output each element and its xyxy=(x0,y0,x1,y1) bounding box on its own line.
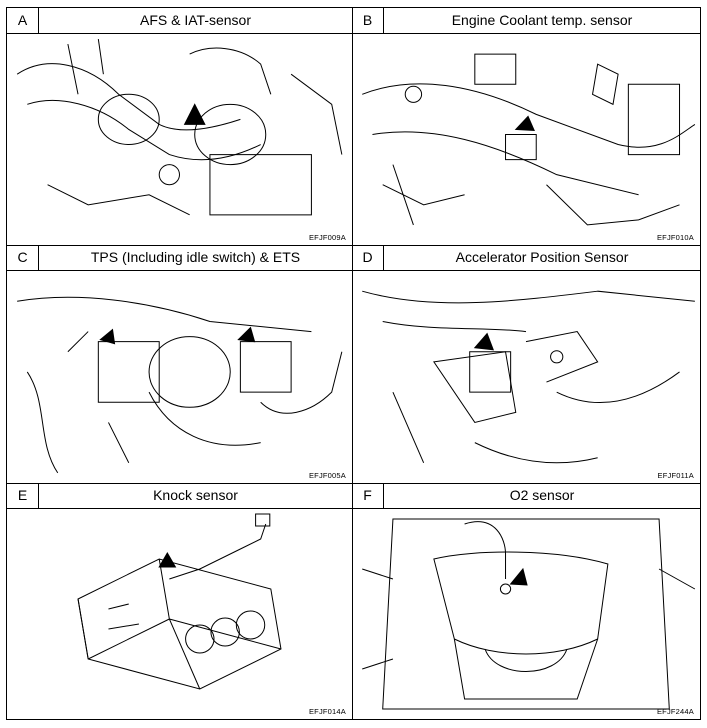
panel-title: Engine Coolant temp. sensor xyxy=(451,12,633,28)
row-divider xyxy=(7,245,700,246)
column-divider xyxy=(352,8,353,719)
row-divider xyxy=(7,483,700,484)
panel-header: F O2 sensor xyxy=(352,483,700,509)
panel-header: B Engine Coolant temp. sensor xyxy=(352,8,700,34)
panel-title: O2 sensor xyxy=(509,487,575,503)
panel-letter: E xyxy=(7,483,39,508)
pedal-bracket-drawing-icon xyxy=(352,271,700,483)
panel-letter: D xyxy=(352,245,384,270)
panel-title: Accelerator Position Sensor xyxy=(455,249,629,265)
panel-header: D Accelerator Position Sensor xyxy=(352,245,700,271)
panel-c: C TPS (Including idle switch) & ETS EFJF… xyxy=(7,245,352,483)
figure-code: EFJF009A xyxy=(308,233,346,242)
figure-code: EFJF005A xyxy=(308,471,346,480)
panel-letter: A xyxy=(7,8,39,33)
panel-d: D Accelerator Position Sensor EFJF011A xyxy=(352,245,700,483)
panel-header: A AFS & IAT-sensor xyxy=(7,8,352,34)
figure-code: EFJF014A xyxy=(308,707,346,716)
engine-intake-drawing-icon xyxy=(7,34,352,245)
figure-code: EFJF244A xyxy=(656,707,694,716)
panel-f: F O2 sensor EFJF244A xyxy=(352,483,700,719)
engine-coolant-drawing-icon xyxy=(352,34,700,245)
panel-e: E Knock sensor EFJF014A xyxy=(7,483,352,719)
sensor-location-table: A AFS & IAT-sensor EFJF009A B Engine Coo… xyxy=(6,7,701,720)
panel-title: TPS (Including idle switch) & ETS xyxy=(90,249,301,265)
panel-letter: C xyxy=(7,245,39,270)
exhaust-manifold-drawing-icon xyxy=(352,509,700,719)
engine-block-drawing-icon xyxy=(7,509,352,719)
panel-letter: F xyxy=(352,483,384,508)
panel-header: C TPS (Including idle switch) & ETS xyxy=(7,245,352,271)
panel-title: AFS & IAT-sensor xyxy=(140,12,251,28)
panel-letter: B xyxy=(352,8,384,33)
throttle-body-drawing-icon xyxy=(7,271,352,483)
figure-code: EFJF011A xyxy=(657,471,694,480)
panel-a: A AFS & IAT-sensor EFJF009A xyxy=(7,8,352,245)
panel-b: B Engine Coolant temp. sensor EFJF010A xyxy=(352,8,700,245)
panel-header: E Knock sensor xyxy=(7,483,352,509)
panel-title: Knock sensor xyxy=(153,487,238,503)
figure-code: EFJF010A xyxy=(656,233,694,242)
